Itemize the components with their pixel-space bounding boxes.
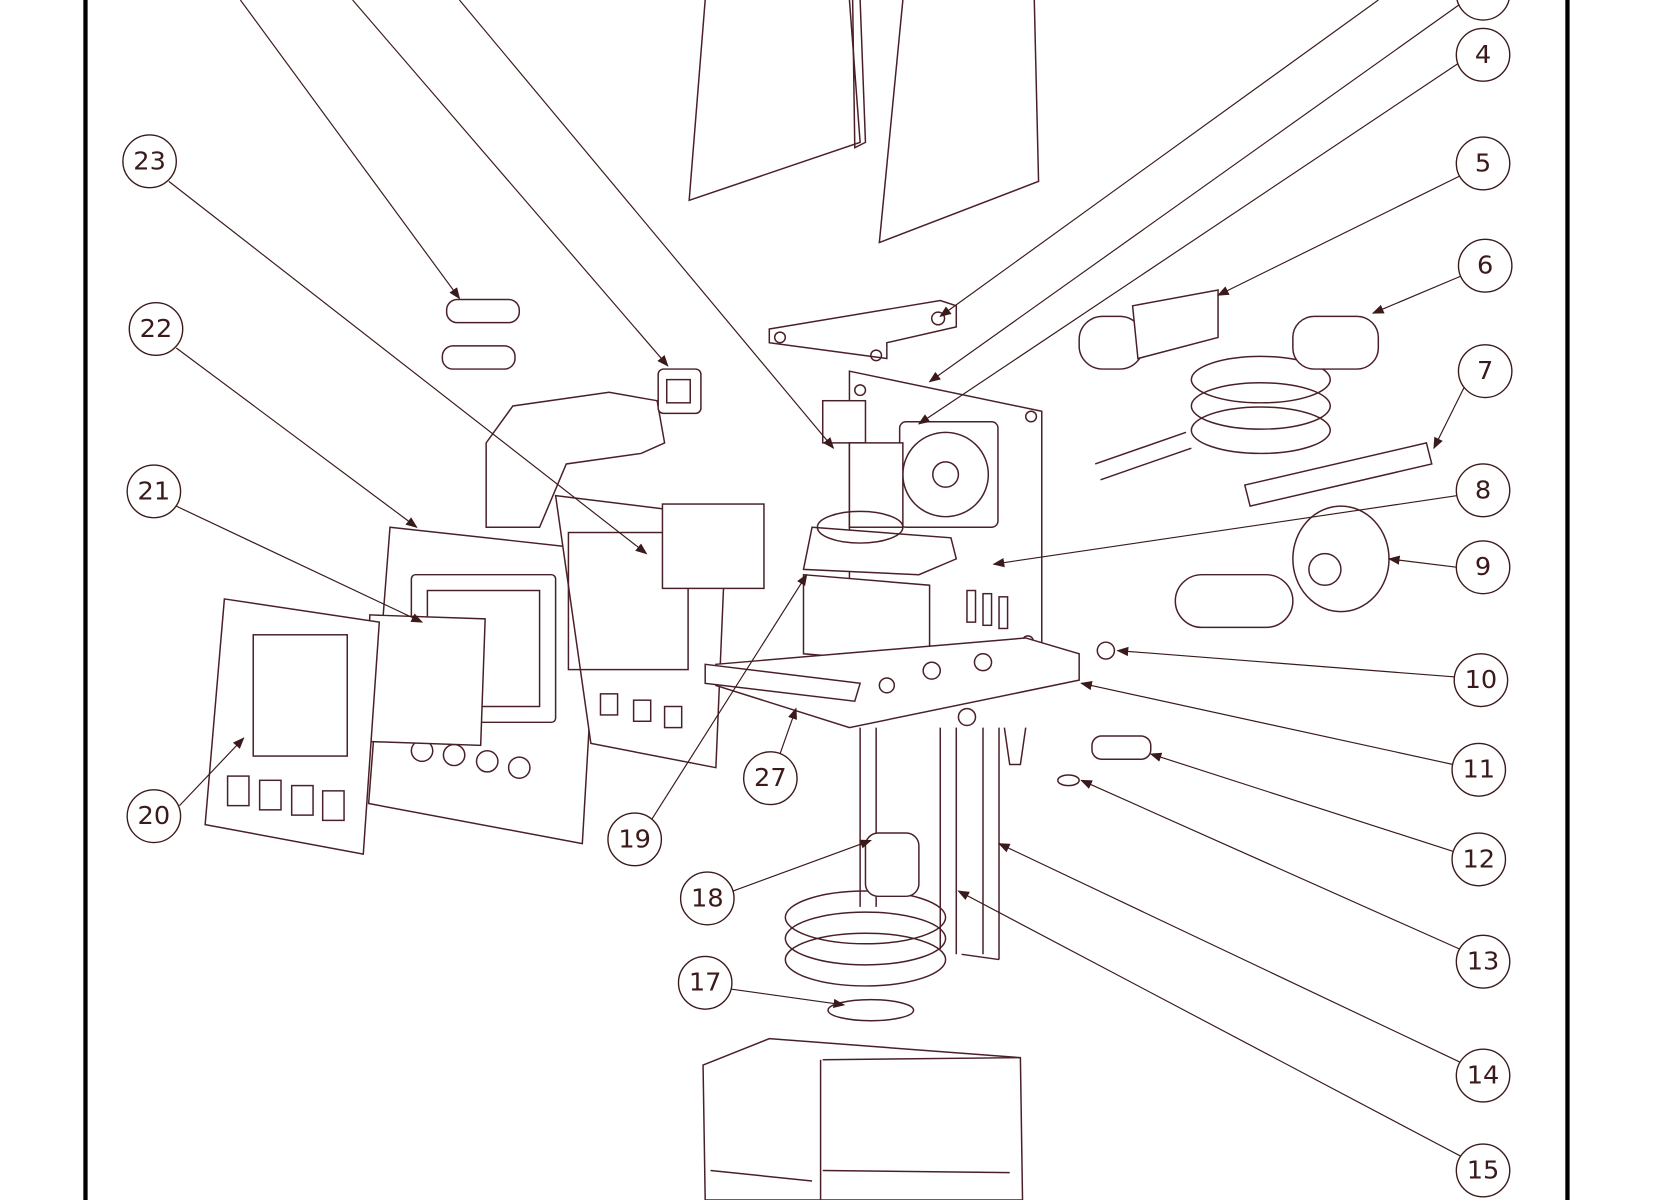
cable-gland: [1078, 289, 1219, 370]
svg-text:5: 5: [1475, 149, 1491, 179]
svg-text:9: 9: [1475, 552, 1491, 582]
display-board: [554, 494, 765, 769]
callout-8: 8: [1455, 463, 1511, 518]
bracket: [768, 299, 958, 362]
callout-15: 15: [1455, 1143, 1511, 1198]
fan: [898, 421, 999, 528]
callout-3: [1456, 0, 1510, 21]
power-cord: [1094, 315, 1380, 481]
knob-assembly: [1174, 505, 1390, 629]
callout-21: 21: [126, 464, 182, 519]
callout-7: 7: [1457, 344, 1513, 399]
svg-text:23: 23: [133, 146, 166, 176]
svg-text:17: 17: [689, 968, 722, 998]
svg-text:14: 14: [1467, 1061, 1500, 1091]
callout-12: 12: [1451, 832, 1507, 887]
callout-4: 4: [1455, 27, 1511, 82]
callout-9: 9: [1455, 540, 1511, 595]
callout-18: 18: [679, 871, 735, 926]
side-panels: [688, 0, 1040, 244]
svg-text:6: 6: [1477, 251, 1493, 281]
svg-text:21: 21: [138, 476, 171, 506]
callout-10: 10: [1453, 653, 1509, 708]
svg-text:7: 7: [1477, 356, 1493, 386]
svg-text:12: 12: [1462, 845, 1495, 875]
leader-lines: [168, 0, 1465, 1159]
callout-11: 11: [1451, 742, 1507, 797]
callout-22: 22: [128, 301, 184, 357]
heater-coil: [784, 727, 1027, 987]
base-plate: [704, 637, 1080, 729]
callout-19: 19: [607, 812, 663, 867]
callout-13: 13: [1455, 934, 1511, 989]
svg-text:13: 13: [1467, 947, 1500, 977]
svg-text:8: 8: [1475, 475, 1491, 505]
callout-17: 17: [677, 955, 733, 1010]
fuses: [441, 298, 521, 370]
svg-text:22: 22: [140, 314, 173, 344]
callout-23: 23: [122, 134, 177, 189]
svg-text:11: 11: [1462, 755, 1495, 785]
svg-text:10: 10: [1465, 665, 1498, 695]
cage: [702, 1037, 1024, 1200]
callout-6: 6: [1457, 238, 1513, 293]
small-screw: [1057, 641, 1152, 787]
cable-link: [1243, 441, 1433, 508]
svg-text:15: 15: [1467, 1156, 1500, 1186]
svg-text:20: 20: [138, 801, 171, 831]
svg-text:18: 18: [691, 884, 724, 914]
svg-text:27: 27: [754, 763, 787, 793]
svg-text:4: 4: [1475, 40, 1491, 70]
keypad-overlay: [204, 598, 486, 856]
callout-5: 5: [1455, 136, 1511, 191]
callout-20: 20: [126, 789, 182, 844]
callout-14: 14: [1455, 1048, 1511, 1103]
callout-27: 27: [742, 751, 798, 806]
svg-text:19: 19: [618, 824, 651, 854]
stirrer: [827, 998, 915, 1022]
